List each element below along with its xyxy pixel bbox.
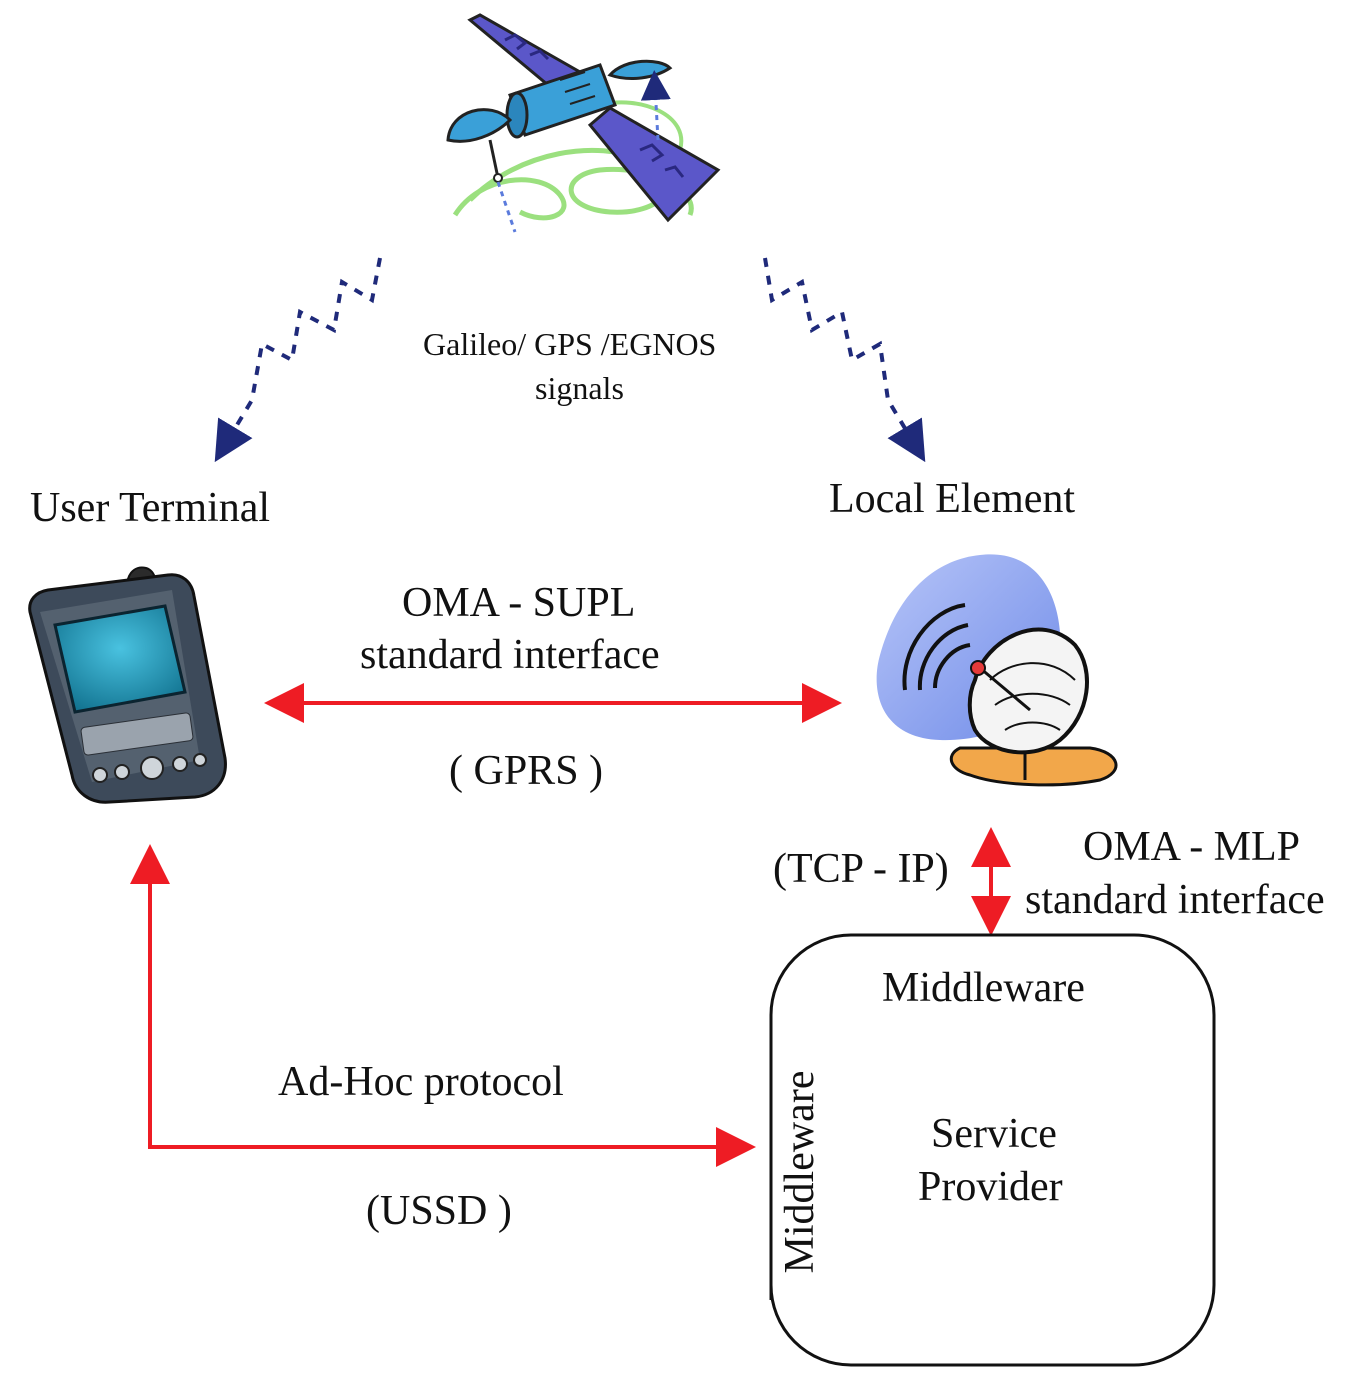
signal-arrow-right (763, 257, 926, 463)
gprs-label: ( GPRS ) (449, 748, 604, 794)
tcp-ip-label: (TCP - IP) (773, 846, 949, 892)
service-provider-label-line2: Provider (918, 1164, 1063, 1210)
ussd-label: (USSD ) (366, 1188, 512, 1234)
adhoc-arrow (130, 844, 756, 1167)
middleware-side-label: Middleware (777, 1070, 823, 1274)
adhoc-protocol-label: Ad-Hoc protocol (278, 1059, 564, 1105)
oma-mlp-interface-label: standard interface (1025, 877, 1325, 923)
local-element-label: Local Element (829, 476, 1076, 522)
user-terminal-label: User Terminal (30, 485, 271, 531)
oma-supl-label: OMA - SUPL (402, 580, 636, 626)
signals-label-line1: Galileo/ GPS /EGNOS (423, 326, 717, 362)
signal-arrow-left (214, 257, 382, 463)
oma-supl-interface-label: standard interface (360, 632, 660, 678)
satellite-icon (446, 13, 721, 233)
service-provider-label: Service (931, 1111, 1057, 1157)
oma-mlp-label: OMA - MLP (1083, 824, 1301, 870)
pda-icon (28, 566, 227, 804)
signals-label-line2: signals (535, 370, 624, 406)
middleware-top-label: Middleware (882, 965, 1085, 1011)
satellite-dish-icon (876, 554, 1118, 787)
